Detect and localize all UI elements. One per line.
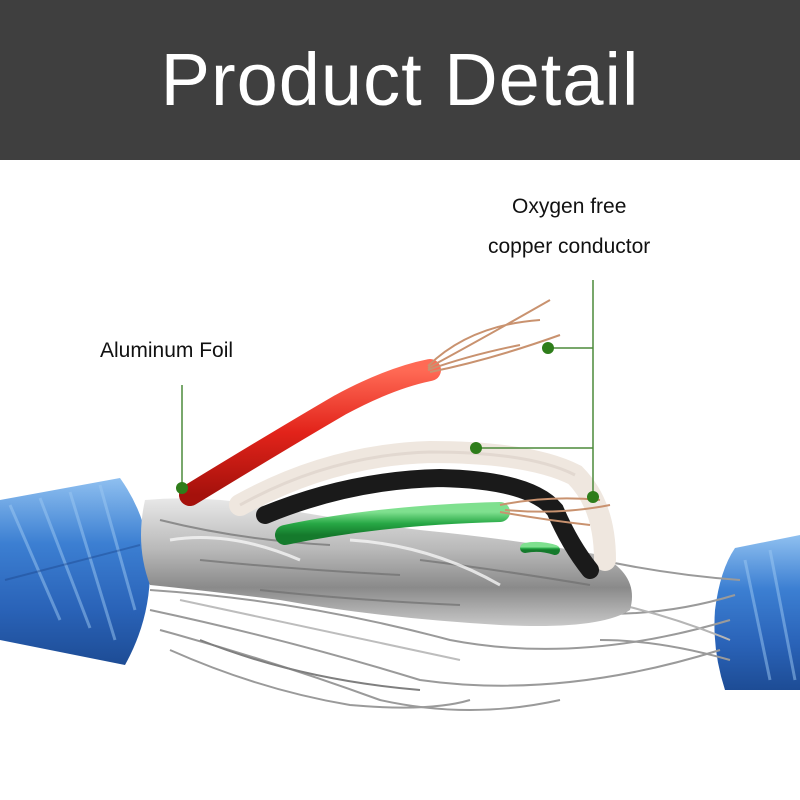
- black-wire: [256, 468, 599, 579]
- callout-dots: [176, 342, 599, 503]
- copper-conductor-label-line2: copper conductor: [488, 235, 651, 258]
- foil-callout-dot: [176, 482, 188, 494]
- left-cable-jacket: [0, 478, 150, 665]
- aluminum-foil-label: Aluminum Foil: [100, 339, 234, 362]
- green-wire: [275, 502, 560, 555]
- callout-lines: [181, 280, 594, 497]
- header-banner: Product Detail: [0, 0, 800, 160]
- copper-callout-dot-white: [470, 442, 482, 454]
- right-cable-jacket: [714, 535, 800, 690]
- copper-callout-dot-black: [587, 491, 599, 503]
- cable-cross-section-photo: [0, 280, 800, 711]
- page-title: Product Detail: [160, 38, 640, 121]
- copper-conductor-label-line1: Oxygen free: [512, 195, 627, 218]
- aluminum-foil-shield: [141, 498, 632, 626]
- red-wire: [179, 299, 561, 506]
- copper-callout-dot-red: [542, 342, 554, 354]
